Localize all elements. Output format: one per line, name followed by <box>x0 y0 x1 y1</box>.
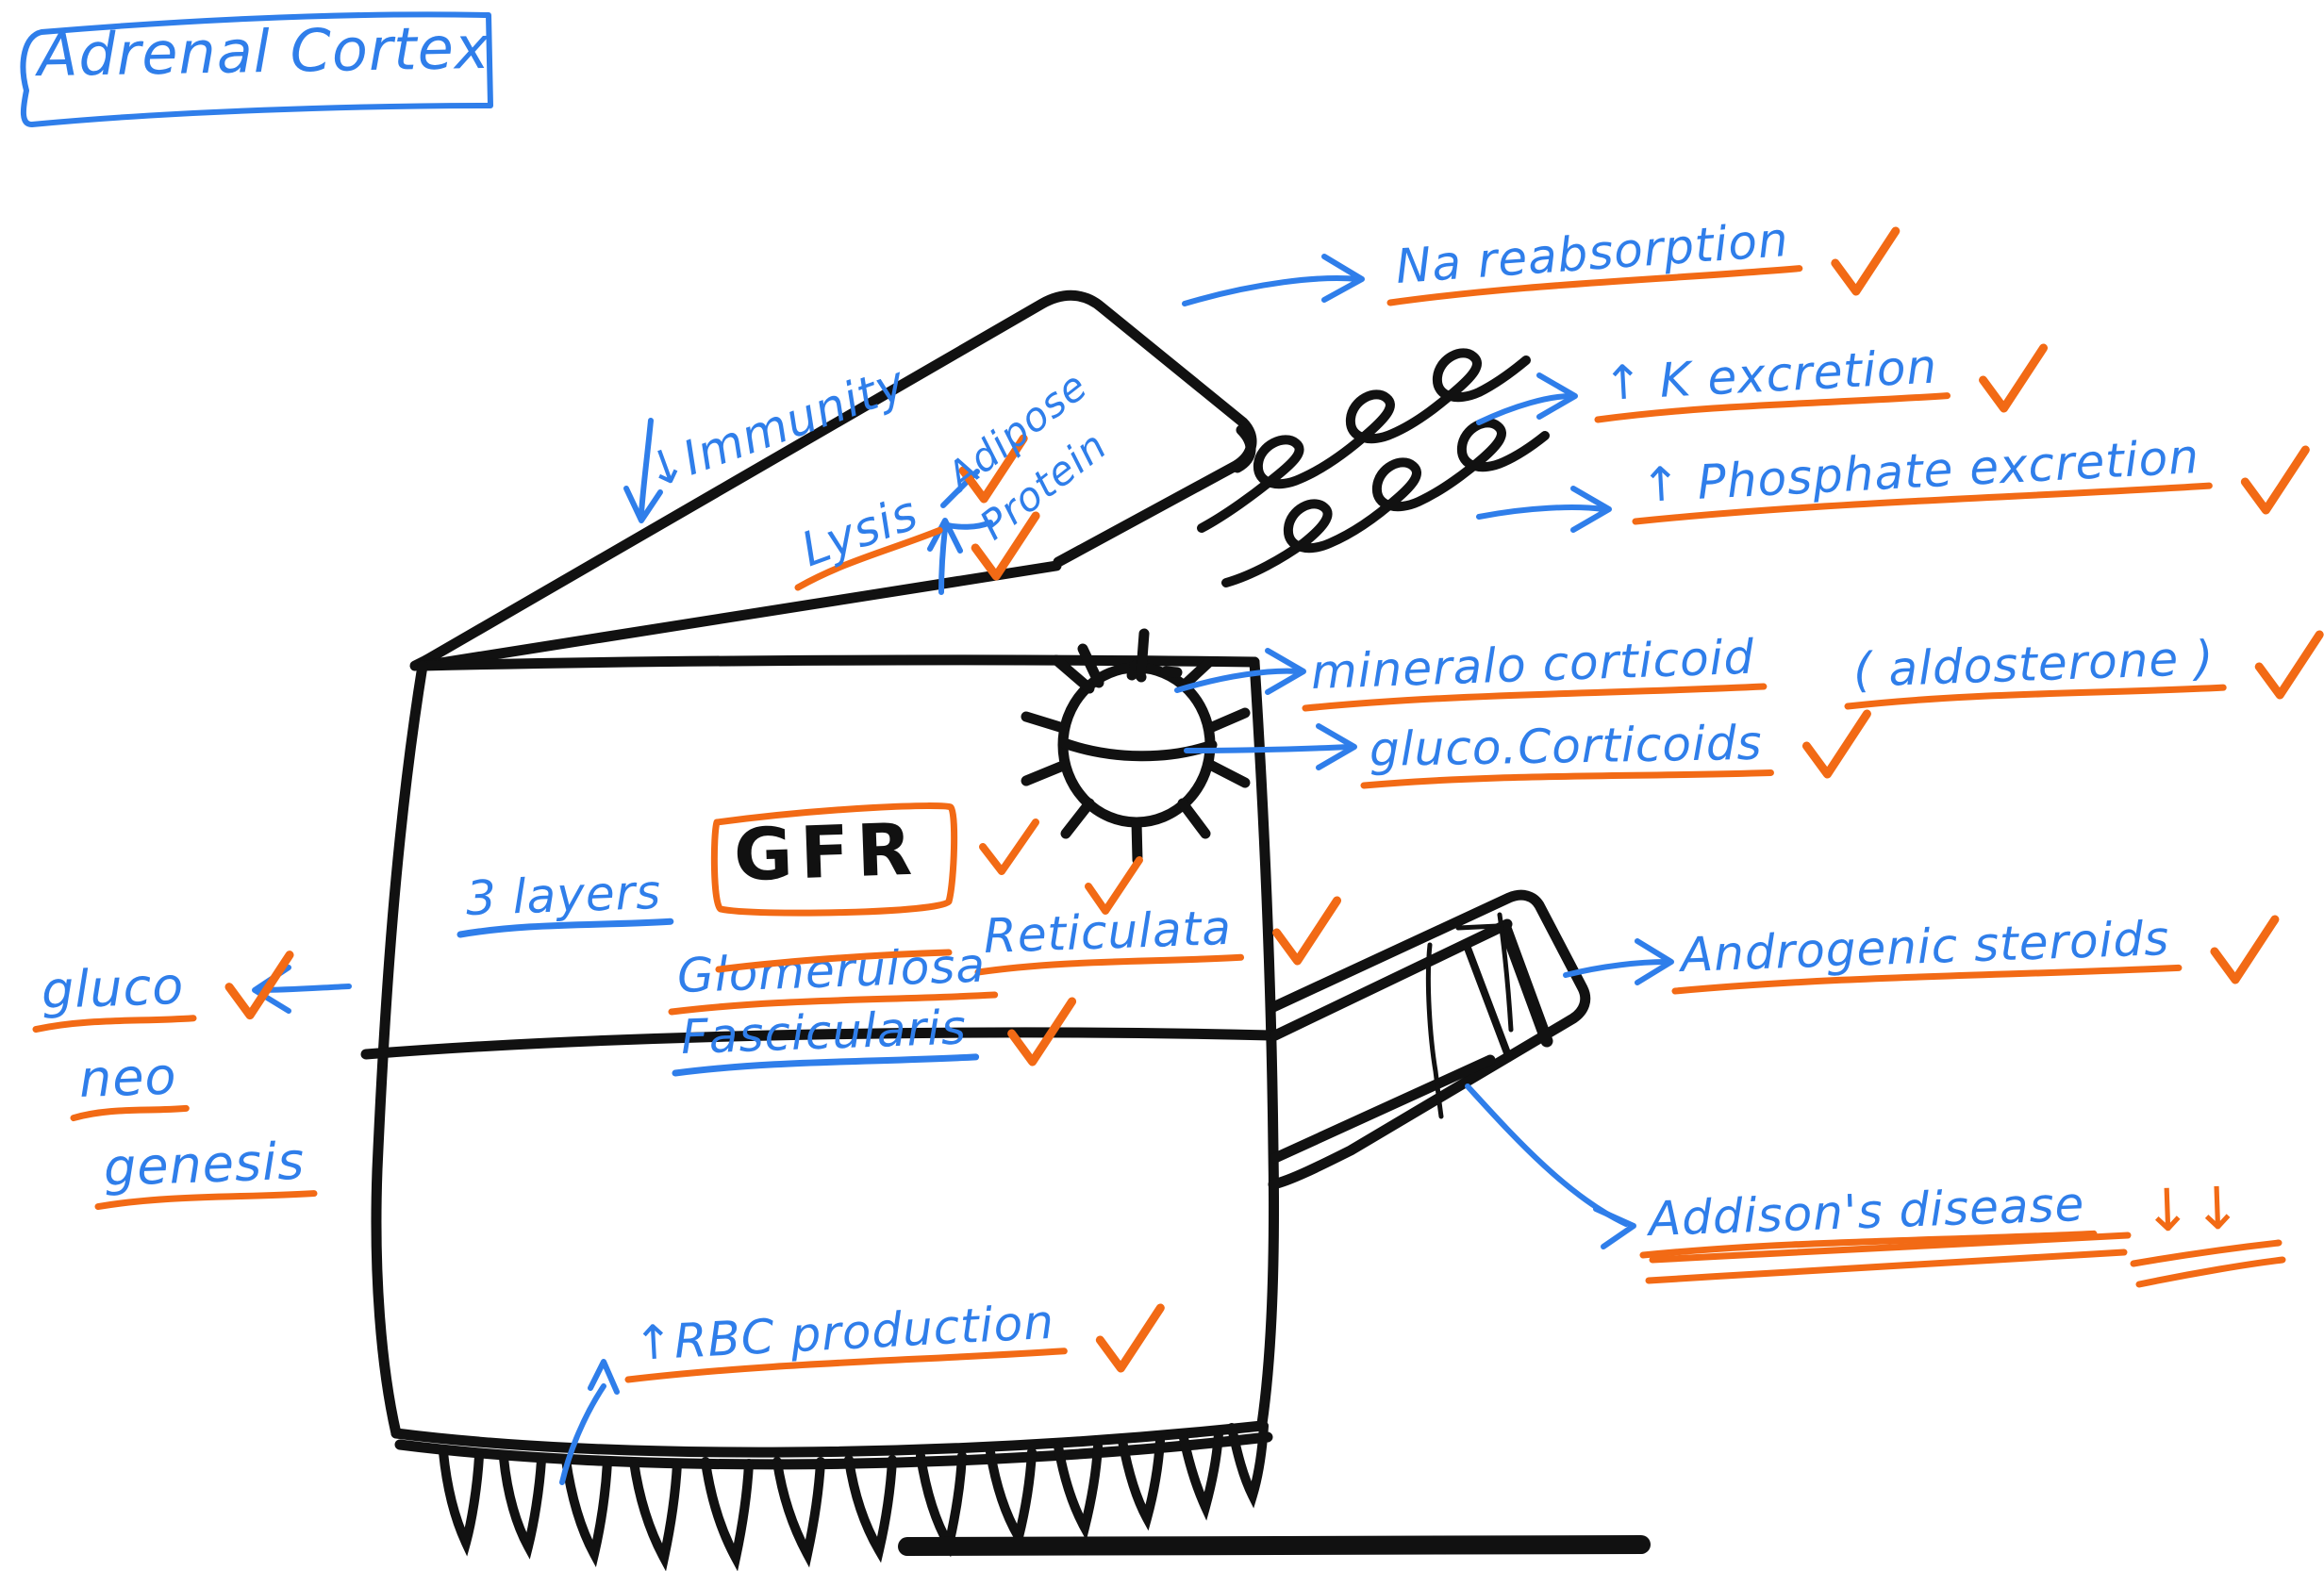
sun-cell-icon <box>1021 628 1251 866</box>
checkmark-reticulata <box>1272 896 1342 966</box>
checkmark-rbc-production <box>1095 1303 1165 1373</box>
checkmark-fascicularis <box>1007 997 1077 1067</box>
arm-inner-lines <box>1425 912 1514 1119</box>
underline-mineralocorticoid <box>1302 683 1768 712</box>
underline-addisons-disease <box>1639 1230 2098 1259</box>
underline-lysis <box>794 526 943 591</box>
underline-genesis <box>94 1190 318 1211</box>
underline-rbc-production <box>624 1348 1068 1383</box>
underline-gluco <box>32 1015 197 1034</box>
underline-glucocorticoids <box>1360 769 1774 789</box>
checkmark-aldosterone <box>2254 630 2324 700</box>
checkmark-immunity <box>958 434 1028 504</box>
underline-fascicularis <box>672 1053 980 1077</box>
looped-tubules-icon <box>1197 348 1550 587</box>
underline-k-excretion <box>1594 392 1951 423</box>
checkmark-glucocorticoids <box>1801 709 1871 779</box>
check-gfr-2 <box>1085 856 1143 915</box>
underline-aldosterone <box>1844 684 2227 710</box>
underline-reticulata <box>974 953 1245 976</box>
checkmark-phosphate-excretion <box>2240 445 2310 515</box>
bottom-bar <box>898 1535 1651 1556</box>
underline-androgenic-steroids <box>1671 964 2183 995</box>
underline-glomerulosa <box>668 991 999 1016</box>
check-gfr-1 <box>979 819 1039 875</box>
checkmark-na-reabsorption <box>1831 226 1901 296</box>
checkmark-androgenic-steroids <box>2210 915 2280 984</box>
checkmark-lysis <box>971 511 1040 581</box>
underline-phosphate-excretion <box>1632 482 2213 525</box>
medulla-arm-icon <box>1268 889 1591 1190</box>
underline-na-reabsorption <box>1386 265 1803 306</box>
checkmark-gluco <box>224 951 294 1020</box>
underline-neo <box>70 1104 190 1122</box>
underline-three-layers <box>456 918 674 938</box>
checkmark-k-excretion <box>1979 343 2049 413</box>
bottom-fringe-icon <box>439 1421 1269 1571</box>
